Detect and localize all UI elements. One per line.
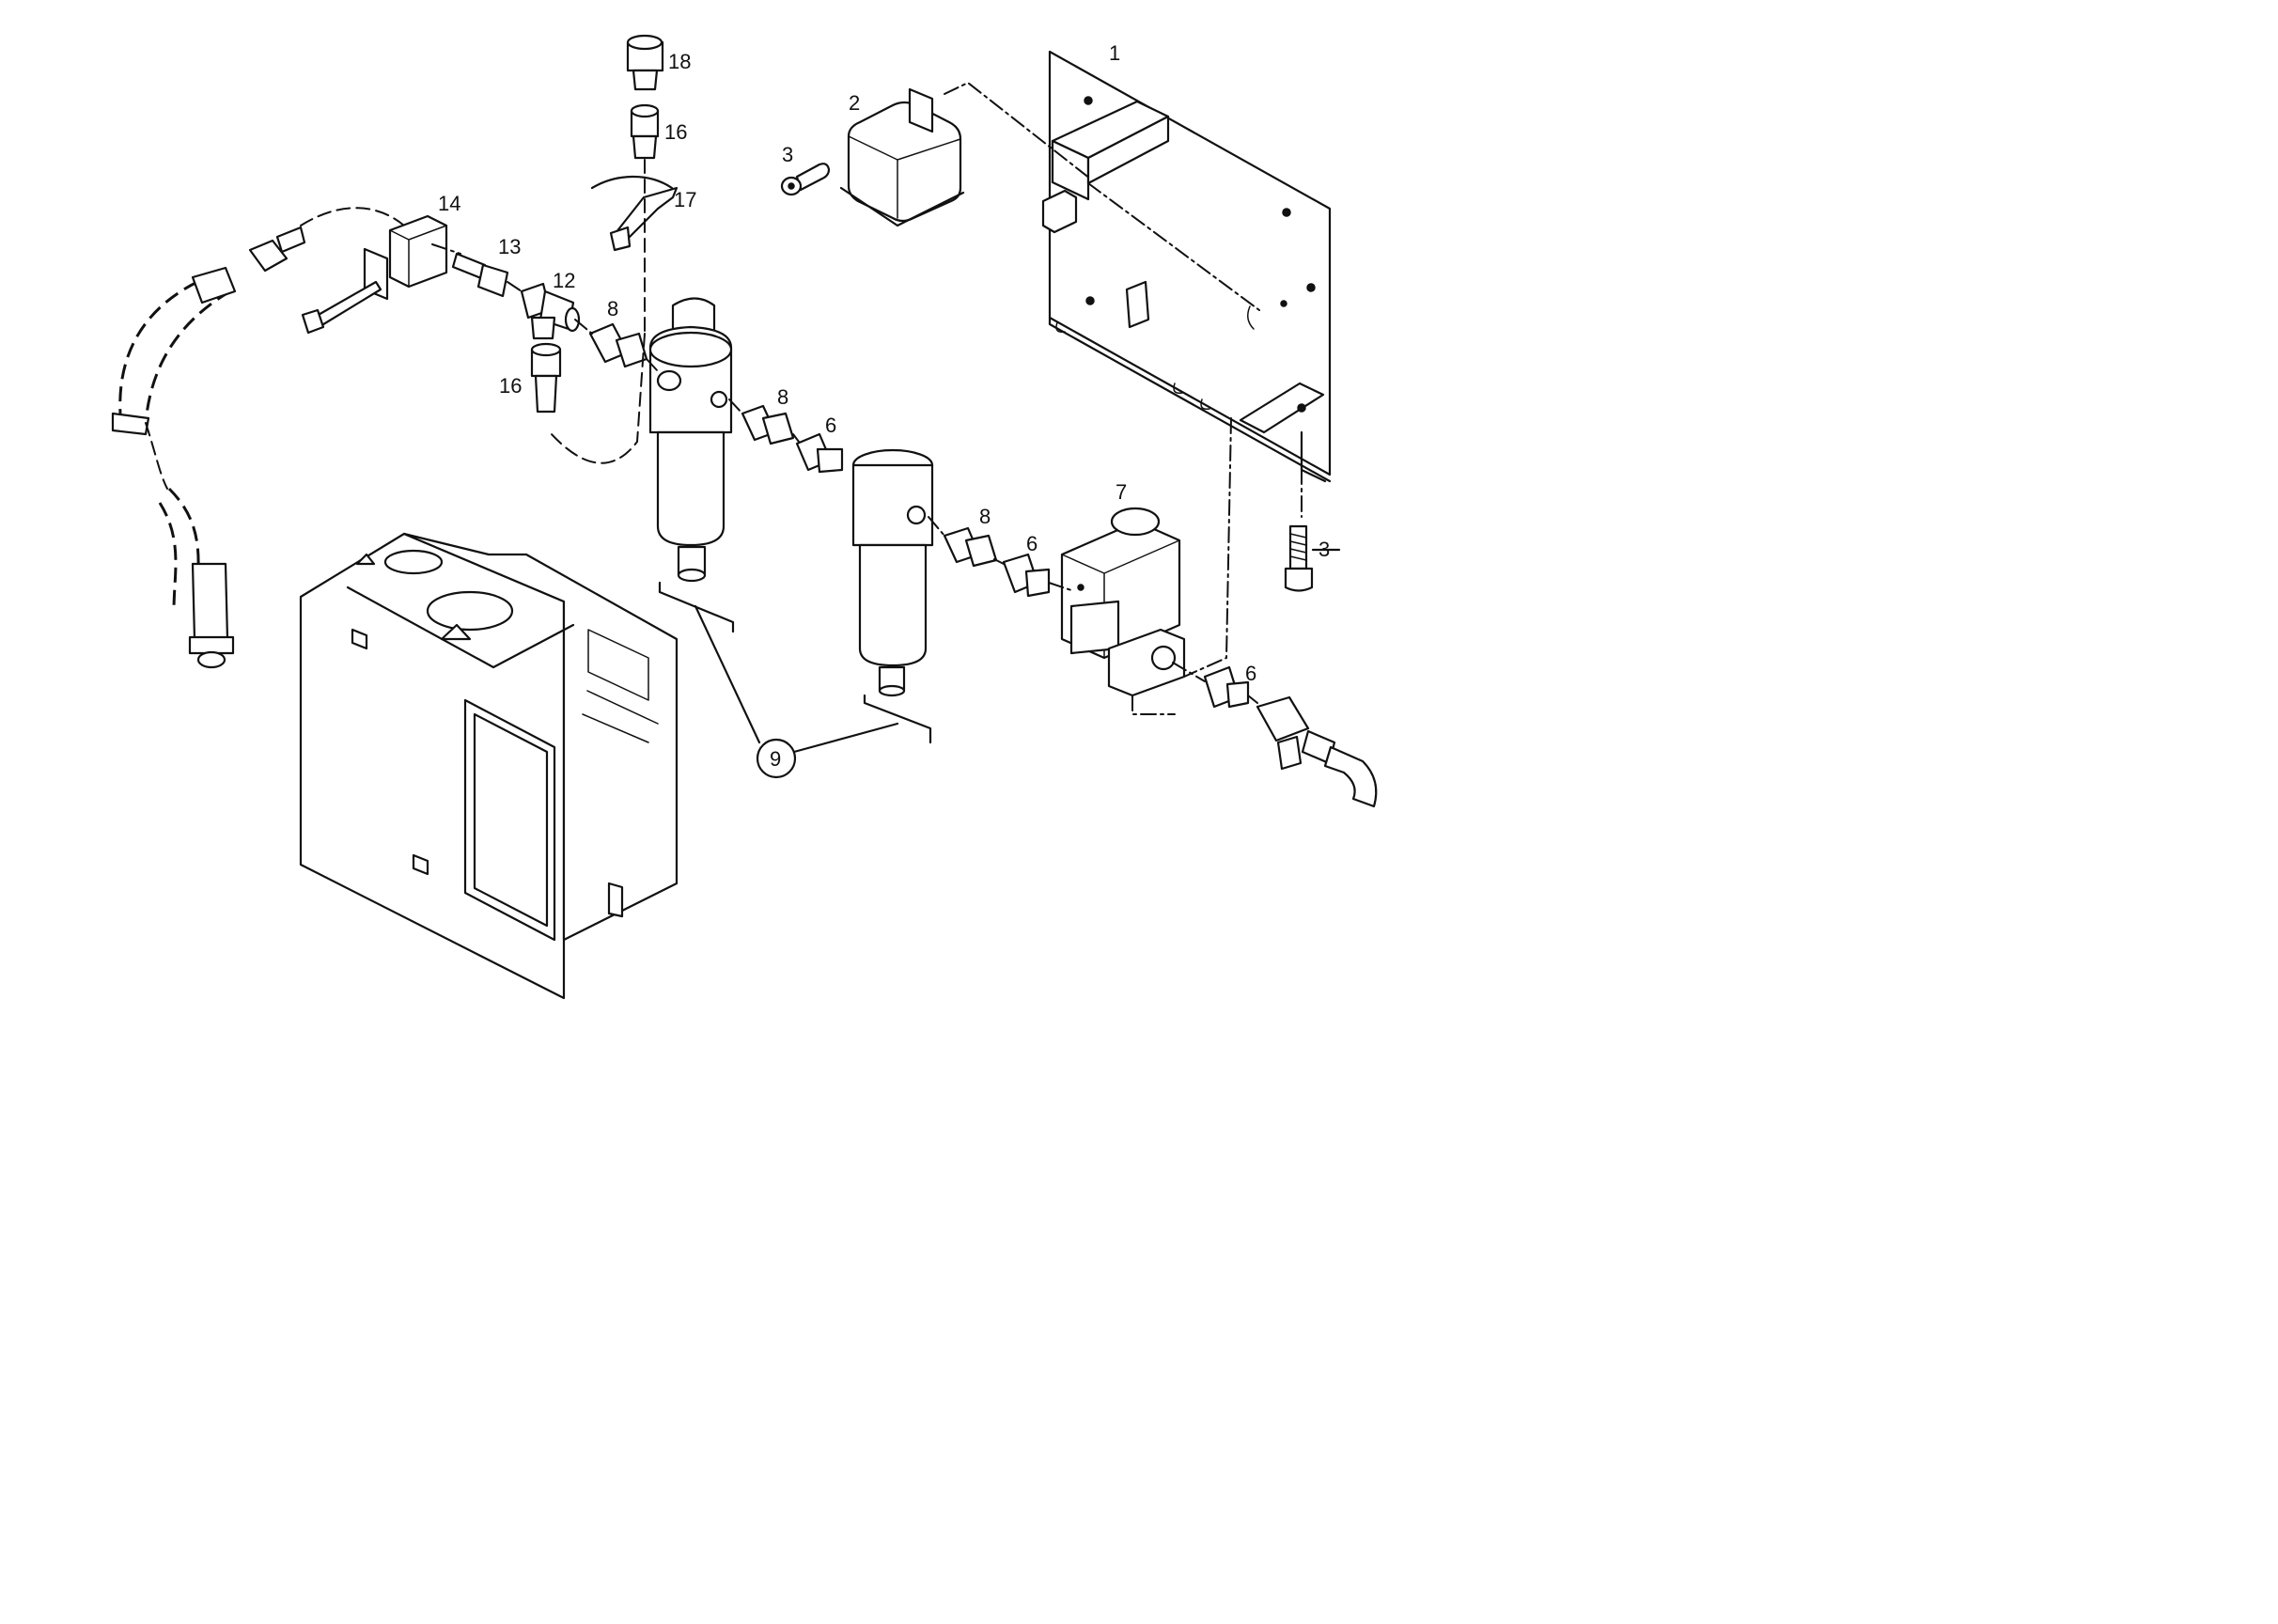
callout-8-c: 8	[979, 505, 991, 528]
callout-3-lower: 3	[1318, 538, 1330, 561]
callout-13: 13	[498, 235, 521, 258]
nipple-part-6-b	[1002, 553, 1051, 598]
callout-9: 9	[770, 747, 781, 771]
nipple-part-6-a	[795, 432, 844, 474]
callout-18: 18	[668, 50, 691, 73]
elbow-fitting	[1256, 695, 1378, 808]
filter-right	[851, 448, 934, 697]
callout-16-upper: 16	[664, 120, 687, 144]
plug-part-18	[626, 34, 664, 91]
cover-box-part-2	[839, 87, 965, 227]
fitting-part-8-b	[741, 404, 795, 445]
mounting-plate-part-1	[1041, 50, 1332, 483]
callout-14: 14	[438, 192, 460, 215]
cabinet-enclosure	[299, 532, 679, 1000]
clamp-block-part-14	[301, 214, 448, 335]
fitting-part-13	[451, 252, 509, 298]
callout-9-circle	[756, 738, 797, 779]
screw-part-3-lower	[1284, 524, 1314, 592]
callout-6-b: 6	[1026, 532, 1038, 555]
filter-regulator-left	[648, 297, 733, 583]
nipple-part-6-c	[1203, 665, 1250, 709]
exploded-parts-diagram: 1 2 3 3 6 6 6 7 8 8 8 9 12 13 14 16 16 1…	[111, 34, 1378, 1000]
solenoid-valve-part-7	[1060, 507, 1186, 697]
group-bracket-part-9	[658, 581, 932, 754]
callout-8-a: 8	[607, 297, 618, 320]
cable-tie-part-17	[590, 175, 679, 252]
adapter-part-16-upper	[630, 103, 660, 160]
callout-8-b: 8	[777, 385, 788, 409]
callout-7: 7	[1116, 480, 1127, 504]
leader-lines	[431, 81, 1341, 715]
callout-labels: 1 2 3 3 6 6 6 7 8 8 8 9 12 13 14 16 16 1…	[438, 41, 1330, 779]
fitting-part-8-a	[588, 322, 648, 368]
fitting-part-8-c	[943, 526, 998, 568]
screw-part-3-upper	[780, 163, 831, 196]
callout-1: 1	[1109, 41, 1120, 65]
callout-3-upper: 3	[782, 143, 793, 166]
callout-12: 12	[553, 269, 575, 292]
callout-2: 2	[849, 91, 860, 115]
hose-assembly	[111, 207, 405, 669]
tee-fitting-part-12	[520, 282, 581, 340]
callout-16-lower: 16	[499, 374, 522, 398]
callout-6-c: 6	[1245, 662, 1256, 685]
adapter-part-16-lower	[530, 342, 562, 414]
callout-17: 17	[674, 188, 696, 211]
callout-6-a: 6	[825, 414, 836, 437]
